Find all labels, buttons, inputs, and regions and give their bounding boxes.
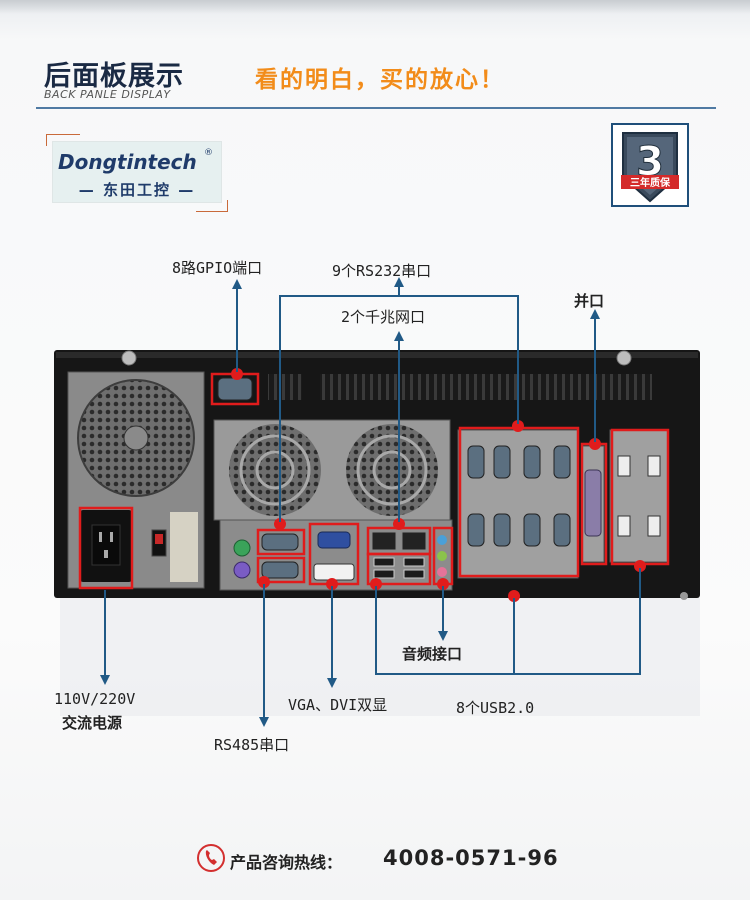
label-parallel: 并口	[574, 292, 605, 310]
hotline-number[interactable]: 4008-0571-96	[383, 846, 559, 870]
page-title: 后面板展示	[44, 61, 184, 92]
gpio-port-icon	[217, 377, 253, 401]
warranty-caption: 三年质保	[630, 176, 671, 189]
usb-cards	[609, 429, 669, 563]
logo-corner-decor	[46, 134, 80, 146]
label-usb: 8个USB2.0	[456, 699, 535, 717]
db9-port-icon	[261, 533, 299, 551]
usb-port-icon	[403, 569, 425, 579]
dvi-port-icon	[313, 563, 355, 581]
db9-port-icon	[261, 561, 299, 579]
audio-jack-icon	[437, 535, 447, 577]
brand-name-cn: — 东田工控 —	[78, 181, 196, 199]
top-shadow	[0, 0, 750, 14]
header-divider	[36, 107, 716, 109]
hotline-label: 产品咨询热线：	[230, 853, 343, 872]
usb-port-icon	[373, 569, 395, 579]
psu-label-sticker	[170, 512, 198, 582]
parallel-port-icon	[584, 469, 602, 537]
page-subtitle: BACK PANLE DISPLAY	[44, 88, 171, 101]
shield-badge-icon: 3 三年质保	[621, 132, 679, 203]
label-power-voltage: 110V/220V	[54, 690, 136, 708]
label-power-type: 交流电源	[62, 714, 123, 732]
fan-icon	[346, 424, 438, 516]
label-lan: 2个千兆网口	[341, 308, 426, 326]
screw	[121, 350, 137, 366]
label-gpio: 8路GPIO端口	[172, 259, 263, 277]
ps2-port-icon	[233, 539, 251, 579]
chassis-reflection	[60, 596, 700, 716]
logo-corner-decor	[196, 200, 228, 212]
vent-slots	[268, 374, 302, 400]
vga-port-icon	[317, 531, 351, 549]
brand-logo	[52, 141, 222, 203]
rj45-port-icon	[371, 531, 397, 551]
usb-port-icon	[617, 455, 661, 537]
label-rs232: 9个RS232串口	[332, 262, 432, 280]
screw	[616, 350, 632, 366]
usb-port-icon	[373, 557, 395, 567]
brand-registered-mark: ®	[204, 148, 213, 158]
label-display: VGA、DVI双显	[288, 696, 388, 714]
label-audio: 音频接口	[402, 645, 463, 663]
db9-port-icon	[467, 445, 571, 547]
rj45-port-icon	[401, 531, 427, 551]
fan-icon	[229, 424, 321, 516]
pointer-lines	[100, 277, 641, 727]
highlight-dots	[231, 368, 646, 602]
brand-name-en: Dongtintech	[58, 150, 197, 174]
warranty-badge: 3 三年质保	[611, 123, 689, 207]
usb-port-icon	[403, 557, 425, 567]
fan-icon	[77, 379, 195, 497]
phone-icon	[197, 844, 225, 872]
slogan: 看的明白，买的放心！	[255, 67, 505, 93]
vent-slots	[320, 374, 652, 400]
label-rs485: RS485串口	[214, 736, 290, 754]
